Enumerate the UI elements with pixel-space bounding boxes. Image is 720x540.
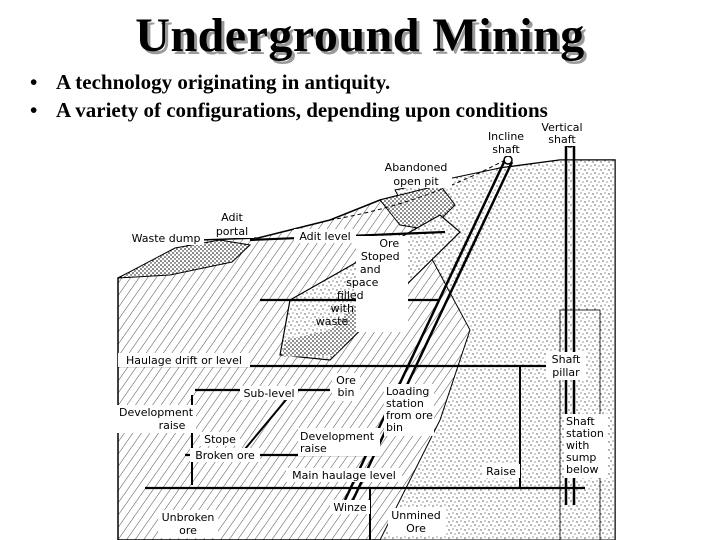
stope-rubble — [282, 300, 370, 357]
adit-level-label: Adit level — [299, 230, 350, 243]
incline-shaft-collar — [503, 155, 513, 165]
original-surface-line — [329, 159, 506, 221]
loading-station-label: Loading station from ore bin — [386, 385, 436, 434]
bullet-text: A technology originating in antiquity. — [56, 70, 391, 94]
incline-stope-line — [239, 394, 291, 456]
main-haulage-label: Main haulage level — [292, 469, 396, 482]
waste-dump-label: Waste dump — [132, 232, 201, 245]
broken-ore-label: Broken ore — [195, 449, 255, 462]
ore-stoped-label: Ore Stoped and space filled with waste — [316, 237, 403, 328]
haulage-drift-label: Haulage drift or level — [126, 354, 242, 367]
stope-label: Stope — [204, 433, 236, 446]
shaft-station-label: Shaft station with sump below — [566, 415, 607, 476]
sub-level-label: Sub-level — [243, 387, 294, 400]
page-title: Underground Mining — [135, 9, 585, 62]
waste-dump — [117, 239, 252, 279]
bullet-text: A variety of configurations, depending u… — [56, 98, 548, 122]
winze-label: Winze — [333, 501, 366, 514]
raise-label: Raise — [486, 465, 516, 478]
bullet-item: •A variety of configurations, depending … — [30, 98, 548, 122]
ore-body — [379, 159, 616, 540]
bullet-item: •A technology originating in antiquity. — [30, 70, 391, 94]
